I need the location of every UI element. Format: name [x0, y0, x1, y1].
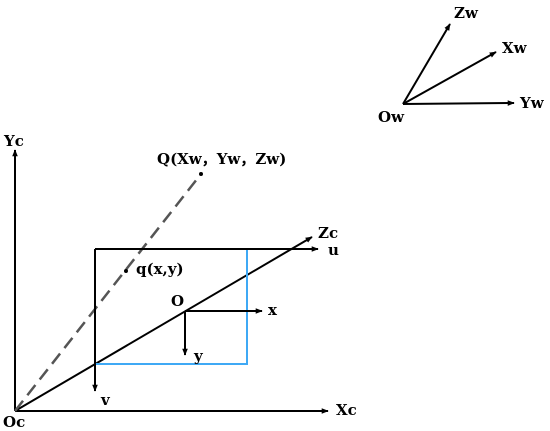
world-frame: Zw Xw Yw Ow [378, 4, 545, 126]
camera-frame: Yc Xc Zc Oc [3, 132, 357, 431]
world-z-axis [402, 23, 451, 105]
world-y-label: Yw [519, 94, 545, 112]
pixel-u-label: u [328, 241, 339, 259]
camera-y-label: Yc [3, 132, 24, 150]
world-origin-label: Ow [378, 108, 405, 126]
world-point-marker [199, 172, 203, 176]
pixel-frame: u v [92, 241, 339, 409]
world-x-label: Xw [502, 39, 528, 57]
camera-z-axis [14, 236, 313, 412]
image-x-label: x [268, 301, 278, 319]
image-plane [96, 248, 248, 365]
camera-x-label: Xc [336, 401, 357, 419]
camera-origin-label: Oc [3, 413, 25, 431]
pixel-v-label: v [100, 391, 111, 409]
camera-z-label: Zc [318, 224, 338, 242]
image-point-marker [124, 269, 128, 273]
image-frame: O x y [171, 292, 278, 365]
world-z-label: Zw [454, 4, 479, 22]
world-point-label: Q(Xw，Yw，Zw) [157, 150, 286, 168]
image-point-label: q(x,y) [136, 260, 184, 278]
image-y-label: y [193, 347, 204, 365]
world-x-axis [402, 51, 497, 105]
image-origin-label: O [171, 292, 184, 310]
projection-ray [14, 173, 202, 412]
world-y-axis [402, 100, 515, 106]
